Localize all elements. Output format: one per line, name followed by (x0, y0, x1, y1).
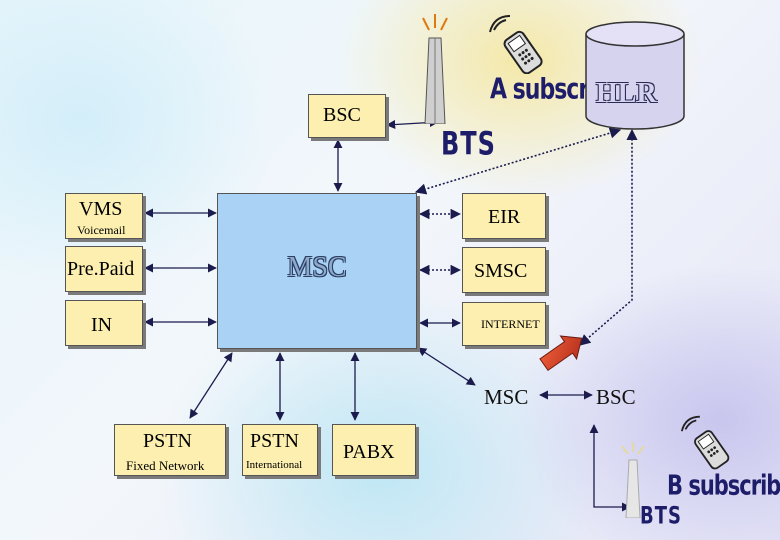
antenna-tower-icon (616, 440, 650, 523)
mobile-phone-icon (488, 14, 550, 79)
pstn-intl-box[interactable]: PSTN International (242, 424, 318, 476)
pstn-fixed-label: PSTN (143, 430, 192, 452)
link-bscb-btsb (589, 424, 631, 512)
bsc-b-label: BSC (596, 385, 636, 409)
red-arrow-icon (539, 335, 583, 372)
link-msc-mscb (417, 347, 476, 386)
mobile-phone-icon (680, 414, 736, 475)
smsc-box[interactable]: SMSC (462, 247, 546, 293)
msc-core-box[interactable]: MSC (217, 193, 417, 349)
msc-b-label: MSC (484, 385, 529, 409)
internet-box[interactable]: INTERNET (462, 302, 546, 346)
internet-label: INTERNET (481, 317, 540, 331)
link-mscb-hlr (579, 128, 638, 346)
eir-label: EIR (488, 206, 521, 228)
hlr-label: HLR (596, 78, 657, 109)
vms-box[interactable]: VMS Voicemail (65, 193, 143, 239)
prepaid-box[interactable]: Pre.Paid (65, 246, 143, 292)
bsc-top-box[interactable]: BSC (308, 94, 386, 138)
eir-box[interactable]: EIR (462, 193, 546, 239)
bsc-top-label: BSC (323, 104, 361, 126)
bts-bottom-label: BTS (640, 502, 682, 531)
antenna-tower-icon (415, 14, 455, 129)
msc-core-label: MSC (287, 252, 347, 283)
pstn-fixed-box[interactable]: PSTN Fixed Network (114, 424, 226, 476)
vms-label: VMS (79, 198, 123, 220)
voicemail-label: Voicemail (77, 223, 126, 237)
in-box[interactable]: IN (65, 300, 143, 346)
bts-top-label: BTS (441, 125, 496, 163)
fixed-network-label: Fixed Network (126, 458, 205, 473)
in-label: IN (91, 314, 113, 336)
link-msc-pstn-fixed (189, 352, 233, 419)
pstn-intl-label: PSTN (250, 430, 299, 452)
prepaid-label: Pre.Paid (67, 258, 135, 280)
pabx-box[interactable]: PABX (332, 424, 416, 476)
smsc-label: SMSC (474, 260, 528, 282)
b-subscriber-label: B subscriber (667, 470, 780, 502)
pabx-label: PABX (343, 441, 395, 463)
database-cylinder-icon (584, 20, 686, 137)
international-label: International (246, 459, 303, 471)
